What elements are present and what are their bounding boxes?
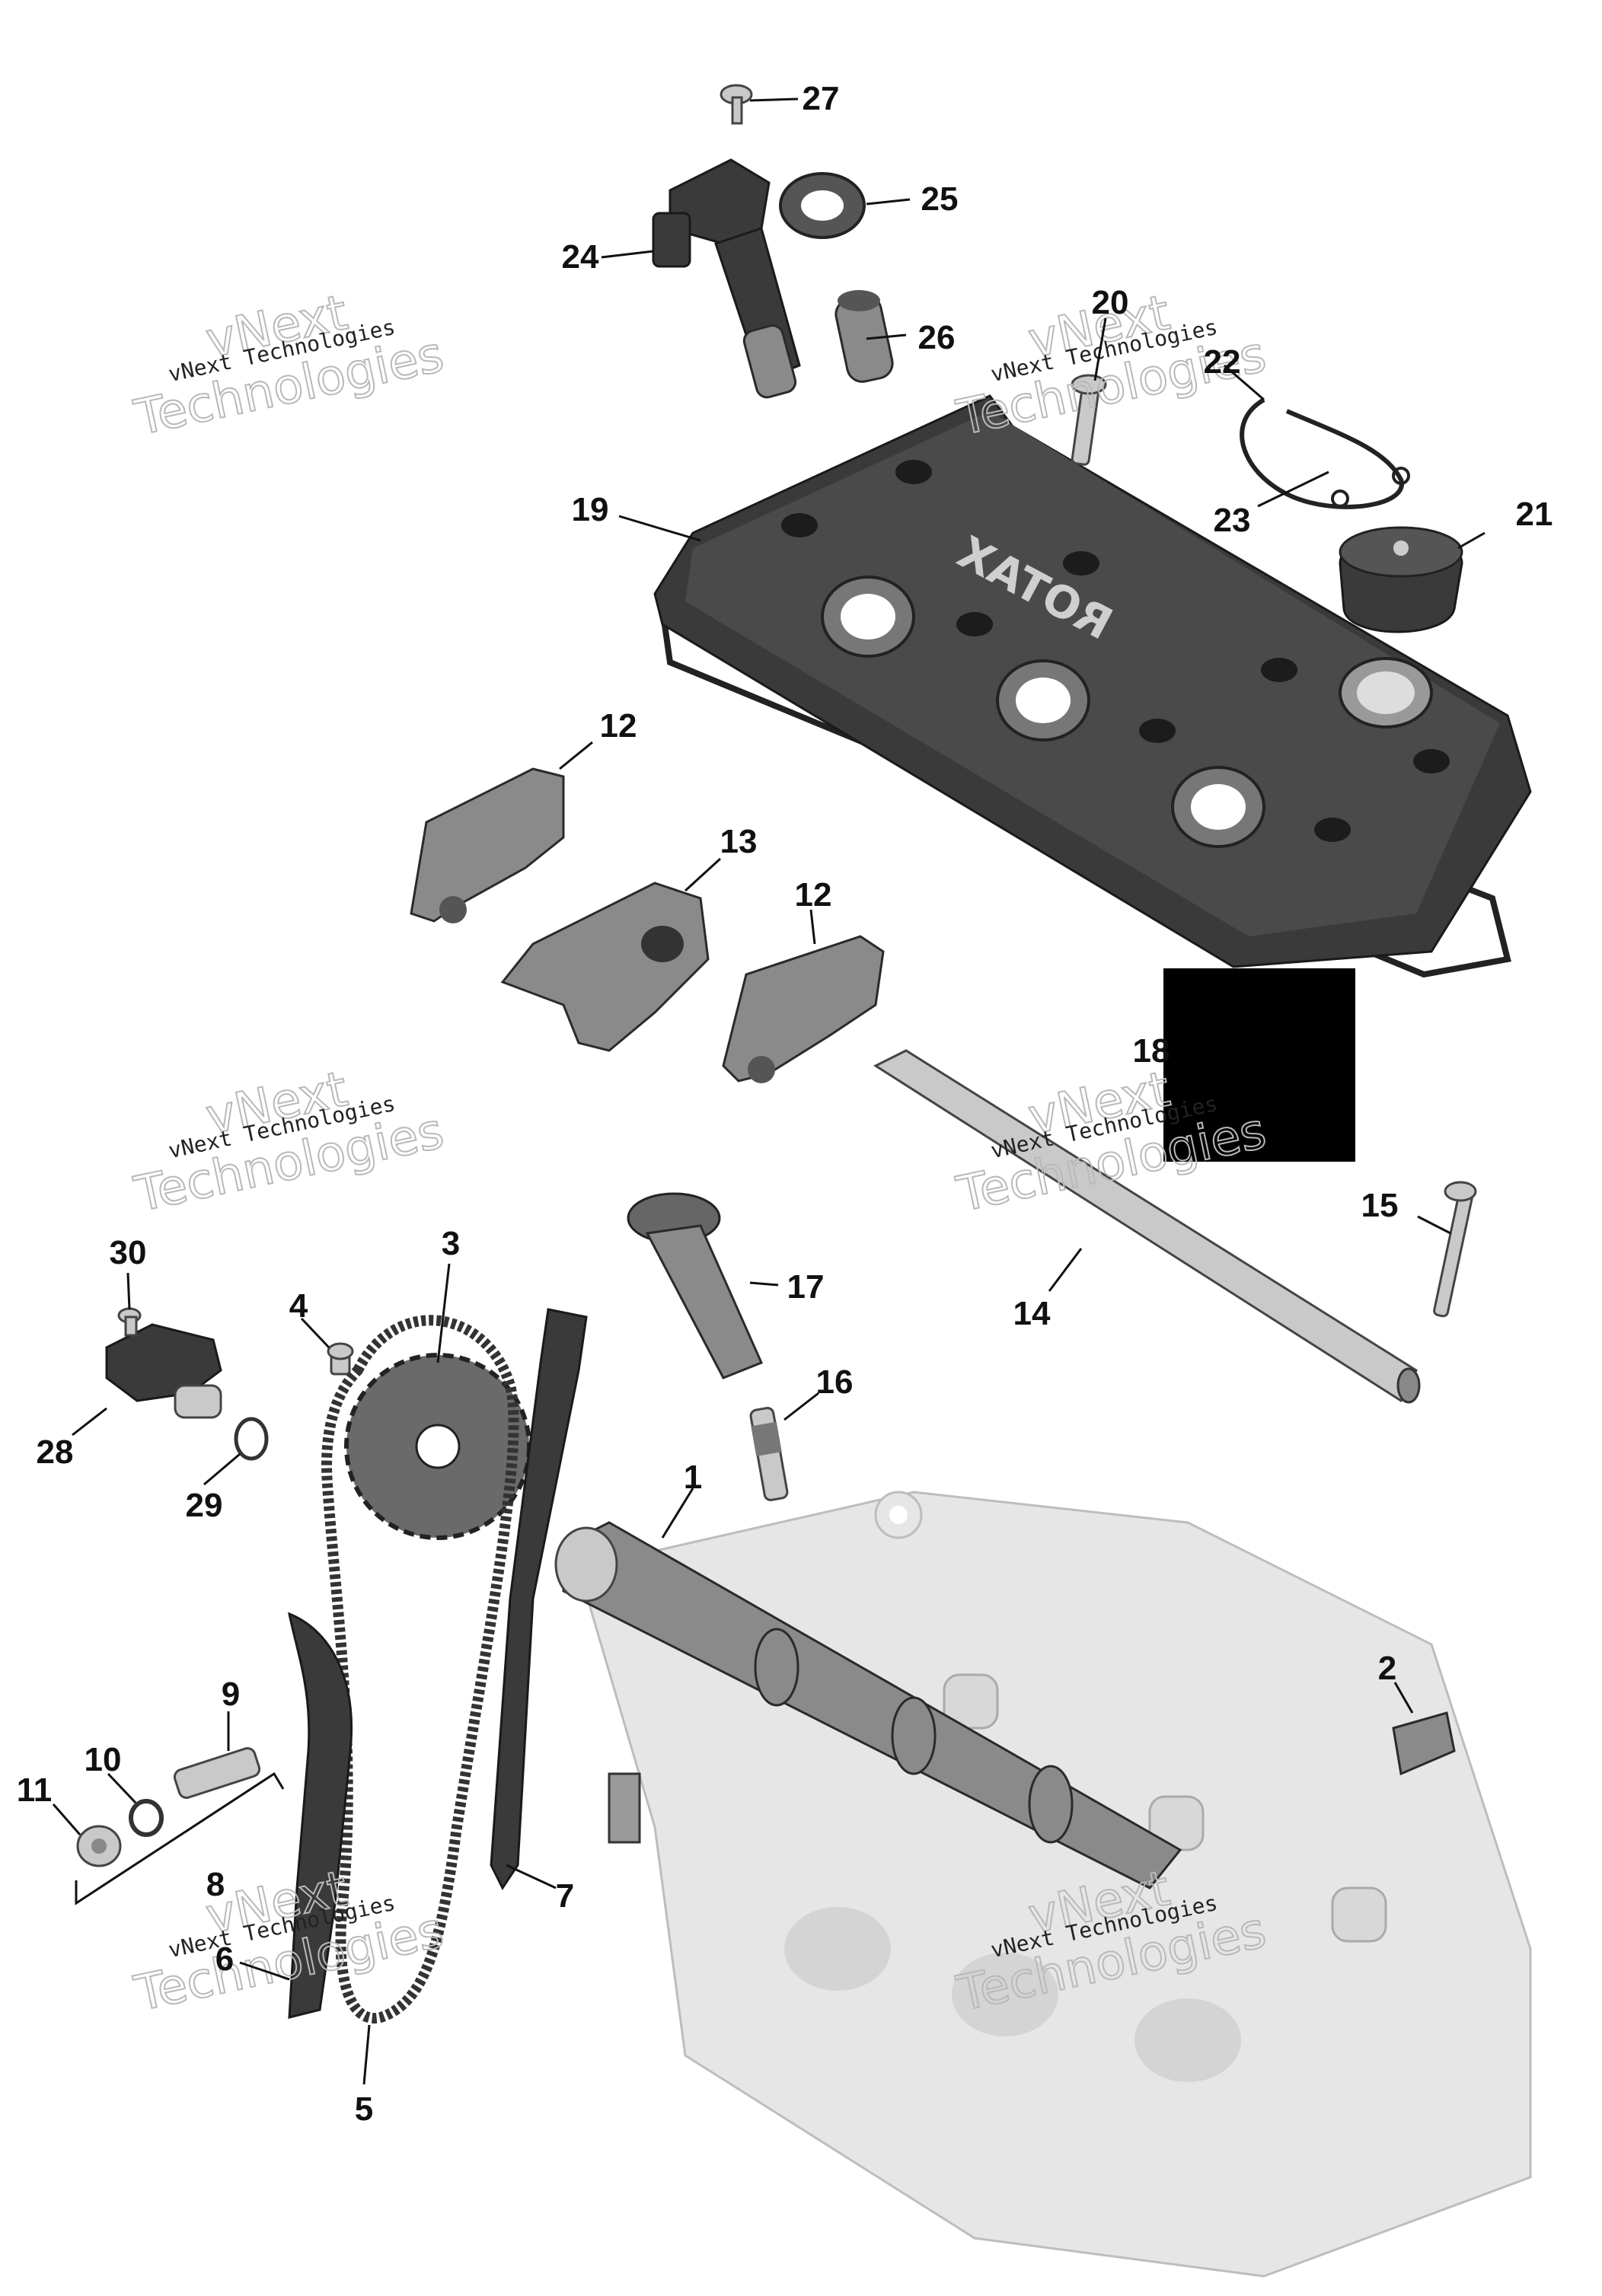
callout-13: 13 (720, 823, 758, 860)
callout-9: 9 (222, 1676, 240, 1713)
rocker-shaft (873, 1049, 1421, 1404)
callout-25: 25 (921, 180, 959, 218)
coil-boot (835, 290, 894, 383)
callout-30: 30 (110, 1234, 147, 1271)
sensor-o-ring (234, 1417, 269, 1461)
camshaft (554, 1521, 1182, 1889)
callout-3: 3 (442, 1225, 460, 1262)
callout-21: 21 (1516, 496, 1553, 533)
watermark-top-left: vNext vNext Technologies Technologies (129, 284, 449, 448)
callout-8: 8 (206, 1866, 225, 1903)
callout-6: 6 (215, 1940, 234, 1978)
tensioner-o-ring (129, 1799, 164, 1837)
callout-23: 23 (1214, 502, 1251, 539)
leader-lines (52, 97, 1486, 2085)
callout-27: 27 (803, 80, 840, 117)
callout-labels: 1 2 3 4 5 6 7 8 9 10 11 12 12 13 14 15 1… (17, 80, 1553, 2128)
callout-12: 12 (795, 876, 832, 914)
tensioner-plunger (173, 1747, 261, 1799)
cylinder-bolt (1433, 1181, 1477, 1318)
callout-28: 28 (37, 1433, 74, 1471)
ignition-coil (652, 158, 801, 399)
callout-12: 12 (600, 707, 637, 745)
rocker-arm-center (500, 882, 710, 1052)
callout-5: 5 (355, 2090, 373, 2128)
coil-screw (720, 84, 753, 125)
rocker-arm-right (722, 935, 885, 1083)
callout-15: 15 (1361, 1187, 1399, 1224)
callout-29: 29 (186, 1487, 223, 1524)
sensor-screw (117, 1307, 142, 1337)
tensioner-plug (76, 1825, 122, 1867)
end-cap-plug (1392, 1711, 1456, 1776)
callout-11: 11 (17, 1771, 53, 1809)
camshaft-position-sensor (105, 1323, 222, 1419)
callout-19: 19 (572, 491, 609, 528)
chain-guide (490, 1308, 588, 1890)
spark-plug-tube (627, 1192, 764, 1379)
callout-16: 16 (816, 1363, 854, 1401)
tensioner-guide (287, 1612, 353, 2019)
callout-26: 26 (918, 319, 956, 356)
callout-2: 2 (1378, 1650, 1396, 1687)
redaction-box (1163, 968, 1355, 1162)
sensor-bolt (1071, 374, 1107, 466)
callout-10: 10 (85, 1741, 122, 1778)
watermark-mid-left: vNext vNext Technologies Technologies (129, 1060, 449, 1224)
spark-plug (749, 1407, 789, 1501)
coil-seal (779, 172, 866, 239)
callout-1: 1 (684, 1459, 702, 1496)
callout-22: 22 (1204, 343, 1241, 381)
callout-18: 18 (1133, 1032, 1170, 1070)
callout-24: 24 (562, 238, 599, 276)
callout-14: 14 (1013, 1295, 1051, 1332)
sprocket-bolt (327, 1342, 354, 1376)
callout-20: 20 (1092, 284, 1129, 321)
callout-4: 4 (289, 1287, 308, 1325)
vent-hose (1240, 397, 1410, 509)
callout-17: 17 (787, 1268, 825, 1306)
callout-7: 7 (556, 1877, 574, 1915)
timing-chain (321, 1315, 519, 2024)
valve-cover: ROTAX (653, 394, 1532, 968)
oil-filler-cap (1339, 526, 1463, 633)
rocker-arm-left (410, 767, 565, 923)
watermark-bottom-left: vNext vNext Technologies Technologies (129, 1860, 449, 2023)
